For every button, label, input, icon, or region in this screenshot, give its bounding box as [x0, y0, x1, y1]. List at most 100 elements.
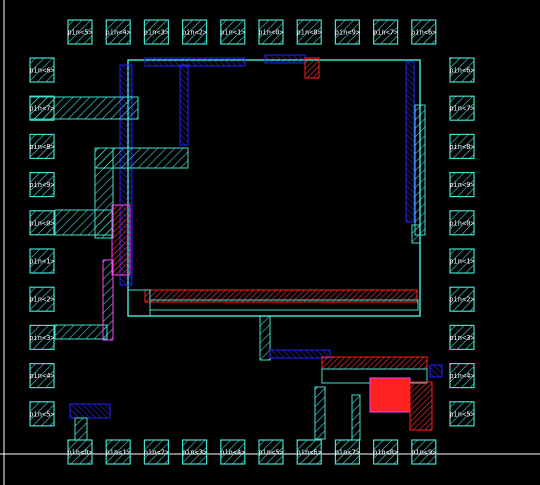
pin-bottom-5[interactable]: pin<5>: [258, 439, 284, 465]
pin-right-8[interactable]: pin<4>: [449, 363, 475, 389]
pad-label: pin<4>: [106, 29, 131, 37]
pin-bottom-7[interactable]: pin<7>: [335, 439, 360, 465]
pad-label: pin<7>: [449, 105, 474, 113]
pad-rect: [449, 57, 475, 83]
pad-rect: [449, 401, 475, 427]
pad-label: pin<6>: [297, 449, 322, 457]
pad-rect: [182, 439, 208, 465]
pad-label: pin<4>: [220, 449, 245, 457]
pad-label: pin<4>: [449, 372, 474, 380]
pin-top-9[interactable]: pin<6>: [411, 19, 437, 45]
pin-row-bottom: pin<0> pin<1> pin<2> pin<3> pin<4> pin<5> pin<…: [67, 439, 437, 465]
pad-rect: [220, 439, 246, 465]
pad-label: pin<2>: [182, 29, 207, 37]
pin-bottom-9[interactable]: pin<9>: [411, 439, 437, 465]
pin-right-7[interactable]: pin<3>: [449, 324, 475, 350]
pad-rect: [449, 248, 475, 274]
pad-label: pin<2>: [29, 296, 54, 304]
pad-label: pin<8>: [449, 143, 474, 151]
pad-rect: [29, 286, 55, 312]
pin-bottom-1[interactable]: pin<1>: [106, 439, 131, 465]
pad-rect: [105, 19, 131, 45]
pin-left-7[interactable]: pin<3>: [29, 324, 55, 350]
pin-left-0[interactable]: pin<6>: [29, 57, 55, 83]
pad-rect: [296, 439, 322, 465]
pad-rect: [29, 363, 55, 389]
pad-rect: [411, 19, 437, 45]
pin-top-6[interactable]: pin<8>: [296, 19, 322, 45]
pin-right-6[interactable]: pin<2>: [449, 286, 475, 312]
pin-top-5[interactable]: pin<0>: [258, 19, 284, 45]
pin-left-2[interactable]: pin<8>: [29, 133, 55, 159]
pad-label: pin<8>: [373, 449, 398, 457]
pad-label: pin<1>: [449, 258, 474, 266]
pad-label: pin<3>: [449, 334, 474, 342]
pin-right-0[interactable]: pin<6>: [449, 57, 475, 83]
pad-rect: [143, 439, 169, 465]
pin-right-9[interactable]: pin<5>: [449, 401, 475, 427]
pin-top-7[interactable]: pin<9>: [335, 19, 360, 45]
pad-rect: [29, 57, 55, 83]
pad-label: pin<6>: [411, 29, 436, 37]
pin-right-4[interactable]: pin<0>: [449, 210, 475, 236]
pin-right-1[interactable]: pin<7>: [449, 95, 475, 121]
pad-rect: [29, 172, 55, 198]
pad-rect: [29, 248, 55, 274]
pad-label: pin<6>: [449, 67, 474, 75]
pin-left-9[interactable]: pin<5>: [29, 401, 55, 427]
pad-rect: [449, 172, 475, 198]
pad-rect: [373, 19, 399, 45]
pad-label: pin<9>: [449, 181, 474, 189]
pad-rect: [411, 439, 437, 465]
pin-column-left: pin<6> pin<7> pin<8> pin<9> pin<0> pin<1> pin<…: [29, 57, 55, 427]
pin-bottom-6[interactable]: pin<6>: [296, 439, 322, 465]
pad-label: pin<1>: [29, 258, 54, 266]
pin-left-6[interactable]: pin<2>: [29, 286, 55, 312]
pad-rect: [29, 210, 55, 236]
pad-rect: [373, 439, 399, 465]
pin-row-top: pin<5> pin<4> pin<3> pin<2> pin<1> pin<0> pin<…: [67, 19, 437, 45]
pad-label: pin<3>: [144, 29, 169, 37]
pin-right-5[interactable]: pin<1>: [449, 248, 475, 274]
pin-top-4[interactable]: pin<1>: [220, 19, 246, 45]
pad-rect: [449, 286, 475, 312]
pad-label: pin<1>: [220, 29, 245, 37]
pin-bottom-8[interactable]: pin<8>: [373, 439, 399, 465]
cell-cluster[interactable]: [314, 356, 443, 441]
pin-top-0[interactable]: pin<5>: [67, 19, 93, 45]
pin-top-3[interactable]: pin<2>: [182, 19, 207, 45]
pin-bottom-3[interactable]: pin<3>: [182, 439, 208, 465]
pad-rect: [449, 324, 475, 350]
pad-label: pin<7>: [335, 449, 360, 457]
pin-left-1[interactable]: pin<7>: [29, 95, 55, 121]
pin-bottom-0[interactable]: pin<0>: [67, 439, 93, 465]
pad-label: pin<5>: [67, 29, 92, 37]
core-region[interactable]: [119, 54, 426, 361]
pad-label: pin<5>: [449, 410, 474, 418]
pad-rect: [258, 439, 284, 465]
pad-label: pin<9>: [29, 181, 54, 189]
pin-left-3[interactable]: pin<9>: [29, 172, 55, 198]
pad-rect: [143, 19, 169, 45]
pad-rect: [220, 19, 246, 45]
pin-top-8[interactable]: pin<7>: [373, 19, 399, 45]
pin-left-4[interactable]: pin<0>: [29, 210, 55, 236]
pin-right-2[interactable]: pin<8>: [449, 133, 475, 159]
pad-rect: [29, 324, 55, 350]
pin-right-3[interactable]: pin<9>: [449, 172, 475, 198]
pin-left-5[interactable]: pin<1>: [29, 248, 55, 274]
pad-label: pin<0>: [449, 219, 474, 227]
pad-rect: [29, 401, 55, 427]
pin-left-8[interactable]: pin<4>: [29, 363, 55, 389]
pad-label: pin<9>: [335, 29, 360, 37]
pin-top-1[interactable]: pin<4>: [105, 19, 131, 45]
pad-rect: [29, 95, 55, 121]
pin-bottom-2[interactable]: pin<2>: [143, 439, 169, 465]
pad-label: pin<6>: [29, 67, 54, 75]
pin-top-2[interactable]: pin<3>: [143, 19, 169, 45]
pad-label: pin<9>: [411, 449, 436, 457]
pad-label: pin<8>: [297, 29, 322, 37]
pin-bottom-4[interactable]: pin<4>: [220, 439, 246, 465]
pad-rect: [296, 19, 322, 45]
